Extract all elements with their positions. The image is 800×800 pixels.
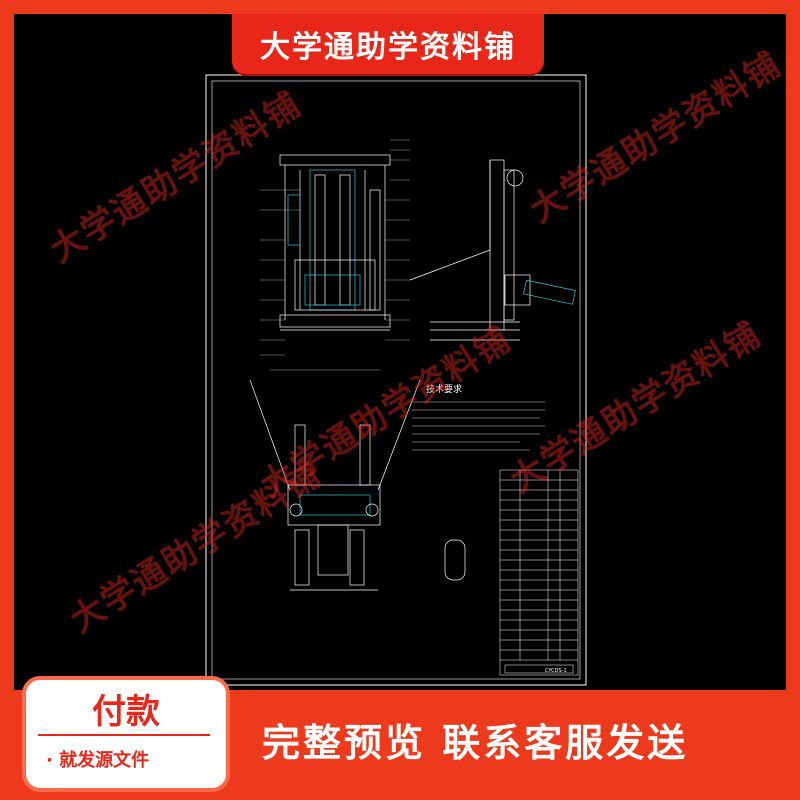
front-leaders: [260, 139, 410, 371]
payment-title: 付款: [92, 692, 160, 732]
plan-view: [249, 379, 466, 591]
divider: [38, 734, 210, 736]
top-banner: 大学通助学资料铺: [232, 14, 544, 74]
front-view: [279, 154, 391, 331]
notes-lines: [412, 401, 545, 451]
payment-subtitle: · 就发源文件: [46, 750, 150, 771]
footer-message: 完整预览 联系客服发送: [262, 721, 689, 765]
payment-box[interactable]: 付款 · 就发源文件: [22, 676, 230, 792]
sheet-border: [205, 74, 587, 686]
titleblock-code: CYCDS-1: [545, 668, 567, 674]
sheet-inner-border: [211, 80, 581, 680]
drawing-frame: [14, 14, 786, 786]
parts-list: [499, 469, 579, 676]
side-view: [409, 159, 576, 341]
notes-title: 技术要求: [426, 383, 462, 395]
